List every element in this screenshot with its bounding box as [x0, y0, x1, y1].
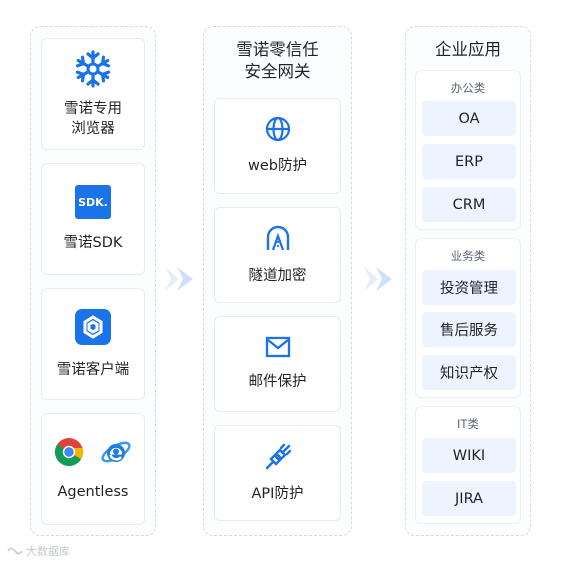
gateway-column: 雪诺零信任 安全网关 web防护 隧道加密 邮件保护	[203, 26, 352, 536]
client-label: Agentless	[57, 484, 129, 500]
feature-card-web[interactable]: web防护	[214, 98, 341, 194]
client-card-browser[interactable]: 雪诺专用 浏览器	[41, 38, 145, 150]
clients-column: 雪诺专用 浏览器 SDK. 雪诺SDK 雪诺客户端	[30, 26, 156, 536]
sdk-icon-text: SDK.	[78, 195, 108, 209]
feature-card-api[interactable]: API防护	[214, 425, 341, 521]
app-pill[interactable]: WIKI	[422, 438, 516, 473]
flow-arrow-icon	[364, 267, 392, 291]
app-pill[interactable]: JIRA	[422, 481, 516, 516]
client-label: 雪诺SDK	[63, 235, 123, 251]
plug-icon	[265, 443, 291, 470]
client-label: 雪诺客户端	[56, 362, 130, 378]
group-title: 办公类	[450, 81, 486, 95]
tunnel-icon	[266, 225, 289, 251]
group-title: IT类	[457, 417, 479, 431]
feature-card-mail[interactable]: 邮件保护	[214, 316, 341, 412]
sdk-icon: SDK.	[75, 185, 111, 219]
app-pill[interactable]: 售后服务	[422, 312, 516, 347]
feature-label: API防护	[251, 486, 304, 502]
client-label: 雪诺专用 浏览器	[64, 101, 122, 137]
chrome-icon	[54, 438, 84, 466]
flow-arrow-icon	[165, 267, 193, 291]
globe-icon	[265, 116, 290, 142]
apps-title: 企业应用	[435, 40, 501, 59]
app-group-it: IT类 WIKI JIRA	[415, 406, 521, 524]
app-pill[interactable]: 知识产权	[422, 355, 516, 390]
app-pill[interactable]: 投资管理	[422, 270, 516, 305]
feature-label: 隧道加密	[248, 268, 307, 284]
apps-column: 企业应用 办公类 OA ERP CRM 业务类 投资管理 售后服务 知识产权 I…	[405, 26, 531, 536]
app-group-office: 办公类 OA ERP CRM	[415, 70, 521, 230]
ie-icon	[101, 441, 131, 463]
client-app-icon	[75, 309, 111, 345]
app-pill[interactable]: ERP	[422, 144, 516, 179]
watermark-logo-icon	[7, 547, 23, 555]
app-pill[interactable]: CRM	[422, 187, 516, 222]
gateway-title: 雪诺零信任 安全网关	[236, 40, 319, 81]
mail-icon	[265, 336, 290, 358]
feature-card-tunnel[interactable]: 隧道加密	[214, 207, 341, 303]
browsers-icon	[54, 436, 132, 468]
app-group-business: 业务类 投资管理 售后服务 知识产权	[415, 238, 521, 398]
group-title: 业务类	[450, 249, 486, 263]
app-pill[interactable]: OA	[422, 101, 516, 136]
client-card-sdk[interactable]: SDK. 雪诺SDK	[41, 163, 145, 275]
feature-label: web防护	[248, 158, 307, 174]
watermark-text: 大数据库	[26, 545, 70, 558]
feature-label: 邮件保护	[248, 374, 307, 390]
client-card-desktop[interactable]: 雪诺客户端	[41, 288, 145, 400]
client-card-agentless[interactable]: Agentless	[41, 413, 145, 525]
watermark: 大数据库	[7, 543, 70, 559]
snowflake-logo-icon	[74, 50, 112, 88]
